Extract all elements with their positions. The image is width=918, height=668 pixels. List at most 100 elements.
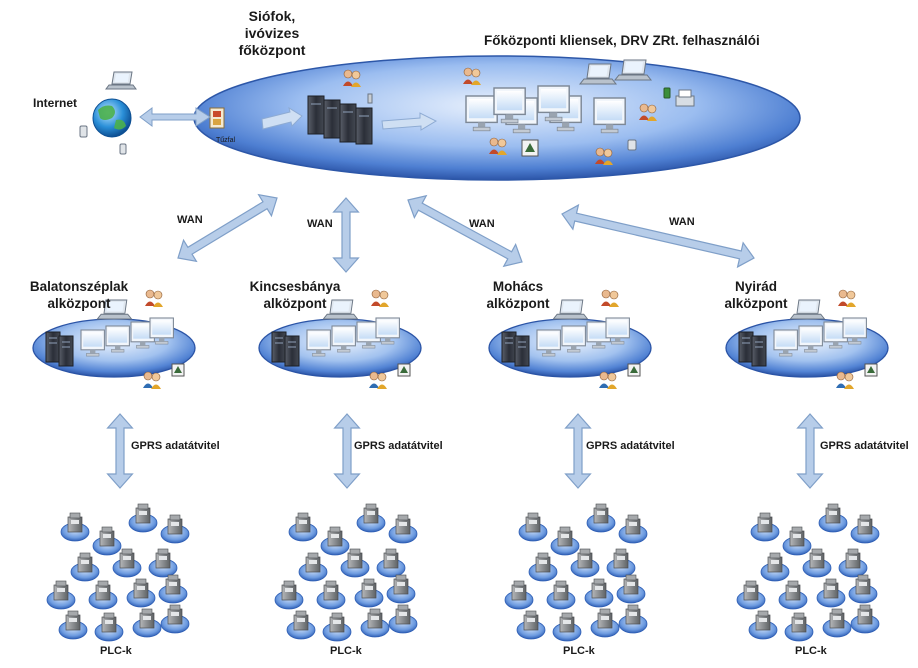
hq-title-line: Siófok, [248,8,296,24]
substation-network-3 [488,289,652,389]
internet-label: Internet [33,96,78,110]
plc-label-3: PLC-k [563,645,595,657]
plc-icon [516,610,546,640]
server-icon [751,335,767,367]
monitor-icon [493,87,526,124]
substation-type: alközpont [724,296,788,311]
plc-icon [70,552,100,582]
user-icon [595,147,613,165]
device-icon [367,93,373,104]
plc-icon [274,580,304,610]
substation-name: Kincsesbánya [249,279,341,294]
monitor-icon [356,321,381,349]
plc-icon [94,612,124,642]
monitor-icon [306,329,331,357]
monitor-icon [149,317,174,345]
monitor-icon [561,325,586,353]
gprs-arrow [333,413,361,489]
plc-icon [528,552,558,582]
plc-icon [782,526,812,556]
substation-type: alközpont [486,296,550,311]
user-icon [836,371,854,389]
pda-icon [119,143,127,155]
gprs-arrow [564,413,592,489]
plc-icon [818,503,848,533]
plc-icon [618,514,648,544]
plc-icon [60,512,90,542]
plc-icon [736,580,766,610]
monitor-icon [593,97,626,134]
wan-label-4: WAN [669,216,695,228]
gprs-label-3: GPRS adatátvitel [586,440,675,452]
gprs-label-1: GPRS adatátvitel [131,440,220,452]
gprs-label-2: GPRS adatátvitel [354,440,443,452]
hq-server-cluster-icon [307,95,373,145]
substation-name: Balatonszéplak [29,279,129,294]
user-icon [343,69,361,87]
firewall-label: Tűzfal [216,137,236,144]
internet-globe-icon [92,98,132,138]
substation-network-4 [725,289,889,389]
printer-icon [397,363,411,377]
hq-title-line: főközpont [238,42,306,58]
plc-icon [750,512,780,542]
laptop-icon [613,59,653,81]
plc-icon [822,608,852,638]
printer-icon [521,139,539,157]
plc-icon [590,608,620,638]
plc-icon [546,580,576,610]
plc-icon [584,578,614,608]
plc-icon [88,580,118,610]
plc-cluster-1 [46,503,190,642]
gprs-arrow [106,413,134,489]
plc-icon [288,512,318,542]
printer-icon [171,363,185,377]
substation-network-2 [258,289,422,389]
plc-icon [316,580,346,610]
user-icon [463,67,481,85]
plc-icon [760,552,790,582]
laptop-icon [105,71,137,90]
phone-icon [663,87,671,99]
wan-arrow [177,193,278,263]
monitor-icon [536,329,561,357]
laptop-icon [96,299,133,320]
plc-icon [160,604,190,634]
plc-icon [112,548,142,578]
plc-icon [298,552,328,582]
plc-icon [46,580,76,610]
plc-icon [586,503,616,533]
user-icon [838,289,856,307]
wan-arrow [332,197,360,273]
wan-arrow [407,194,523,268]
monitor-icon [823,321,848,349]
plc-icon [356,503,386,533]
plc-label-2: PLC-k [330,645,362,657]
plc-icon [518,512,548,542]
monitor-icon [331,325,356,353]
hq-internal-arrow-1 [261,106,303,130]
monitor-icon [842,317,867,345]
user-icon [639,103,657,121]
wan-arrows [177,193,755,273]
plc-icon [286,610,316,640]
internet-link-arrow [139,107,211,127]
plc-cluster-3 [504,503,648,642]
printer-icon [675,89,695,107]
plc-icon [848,574,878,604]
laptop-icon [578,63,618,85]
wan-label-3: WAN [469,218,495,230]
monitor-icon [605,317,630,345]
plc-icon [386,574,416,604]
wan-label-2: WAN [307,218,333,230]
plc-cluster-2 [274,503,418,642]
hq-title-line: ivóvizes [244,25,300,41]
plc-icon [388,604,418,634]
plc-label-4: PLC-k [795,645,827,657]
monitor-icon [537,85,570,122]
monitor-icon [80,329,105,357]
pda-icon [79,125,88,138]
firewall-icon [209,107,225,129]
server-icon [738,331,754,363]
